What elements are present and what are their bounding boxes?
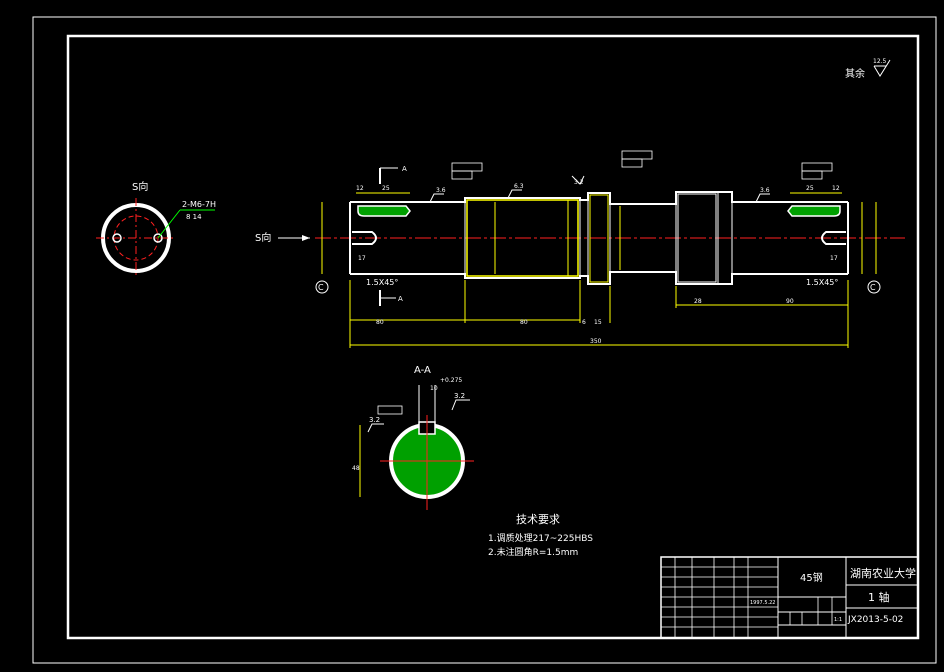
dim-17-left: 17 [358, 255, 366, 262]
section-dim-width: 10 [430, 385, 438, 392]
dim-chamfer-left: 1.5X45° [366, 278, 398, 287]
end-view-callout-depth: 8 14 [186, 213, 202, 221]
dim-12-right: 12 [832, 185, 840, 192]
title-date-code: 1997.5.22 [750, 600, 775, 606]
section-dim-depth: 48 [352, 465, 360, 472]
dim-90: 90 [786, 298, 794, 305]
section-arrow-top: A [402, 165, 407, 173]
title-drawing-number: JX2013-5-02 [847, 615, 903, 625]
roughness-main-3: 3.2 [574, 179, 584, 186]
section-arrow-bottom: A [398, 295, 403, 303]
roughness-main-4: 3.6 [760, 187, 770, 194]
other-value: 12.5 [873, 58, 887, 65]
tapped-hole-left [112, 233, 122, 243]
tech-line-2: 2.未注圆角R=1.5mm [488, 546, 578, 558]
tech-line-1: 1.调质处理217~225HBS [488, 532, 593, 544]
end-view-title: S向 [132, 180, 148, 193]
center-mark-left: C [318, 283, 324, 292]
keyway-right [787, 205, 846, 245]
dim-28: 28 [694, 298, 702, 305]
section-view: A-A +0.275 10 3.2 3.2 48 [352, 365, 474, 510]
roughness-section-1: 3.2 [454, 392, 465, 400]
outer-sheet-border [32, 16, 937, 664]
keyway-left [352, 205, 411, 245]
other-label: 其余 [845, 67, 865, 80]
title-block: 45钢 湖南农业大学 1 轴 JX2013-5-02 1:1 1997.5.22 [660, 556, 919, 639]
roughness-symbol-icon [873, 59, 891, 77]
dim-25-left: 25 [382, 185, 390, 192]
center-mark-right: C [870, 283, 876, 292]
dim-15: 15 [594, 319, 602, 326]
shaft-outline [349, 191, 849, 285]
title-part-name: 1 轴 [868, 590, 890, 604]
roughness-main-1: 3.6 [436, 187, 446, 194]
roughness-marks: 3.6 6.3 3.2 3.6 [429, 175, 770, 203]
dim-350: 350 [590, 338, 602, 345]
dim-80-mid: 80 [520, 319, 528, 326]
s-view-label: S向 [255, 231, 271, 244]
dim-6: 6 [582, 319, 586, 326]
roughness-section-2: 3.2 [369, 416, 380, 424]
dim-chamfer-right: 1.5X45° [806, 278, 838, 287]
tech-title: 技术要求 [516, 513, 560, 526]
tapped-hole-right [153, 233, 163, 243]
title-scale: 1:1 [834, 617, 842, 623]
s-view-arrow: S向 [255, 231, 310, 244]
dim-25-right: 25 [806, 185, 814, 192]
tech-requirements: 技术要求 1.调质处理217~225HBS 2.未注圆角R=1.5mm [488, 513, 593, 558]
end-view: S向 2-M6-7H 8 14 [96, 180, 216, 278]
dimensions: 80 80 6 15 28 90 350 12 25 17 1.5X45° 25… [321, 185, 877, 348]
title-material: 45钢 [800, 571, 823, 584]
center-marks: C C [315, 280, 881, 294]
title-school: 湖南农业大学 [850, 566, 916, 580]
surface-finish-other: 其余 12.5 [845, 58, 891, 80]
dim-17-right: 17 [830, 255, 838, 262]
end-view-callout-thread: 2-M6-7H [182, 200, 216, 209]
drawing-frame [66, 34, 920, 640]
tolerance-frames [451, 150, 833, 180]
section-title: A-A [414, 365, 431, 376]
roughness-main-2: 6.3 [514, 183, 524, 190]
dim-12-left: 12 [356, 185, 364, 192]
section-cut-marks: A A [379, 165, 407, 306]
section-dim-tol: +0.275 [440, 377, 462, 384]
dim-80-left: 80 [376, 319, 384, 326]
